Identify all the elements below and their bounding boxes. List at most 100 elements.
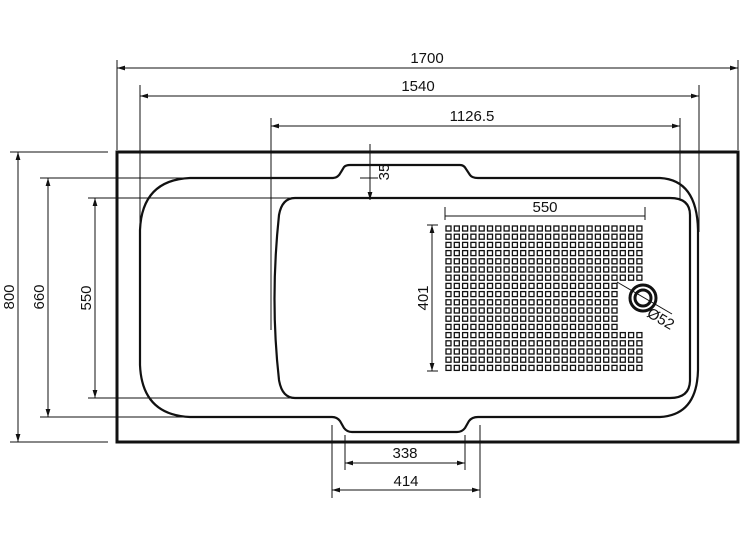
mat-grid-cell bbox=[553, 315, 560, 322]
mat-grid-cell bbox=[511, 331, 519, 339]
mat-grid-cell bbox=[478, 241, 485, 249]
mat-grid-cell bbox=[544, 348, 552, 355]
mat-grid-cell bbox=[503, 307, 510, 314]
mat-grid-cell bbox=[461, 274, 469, 281]
mat-grid-cell bbox=[461, 331, 469, 339]
dim-inner-length: 1540 bbox=[139, 78, 700, 232]
mat-grid-cell bbox=[636, 233, 643, 240]
mat-grid-cell bbox=[495, 364, 502, 372]
mat-grid-cell bbox=[569, 233, 577, 240]
mat-grid-cell bbox=[594, 290, 602, 298]
mat-grid-cell bbox=[503, 340, 510, 347]
mat-grid-cell bbox=[627, 331, 635, 339]
mat-grid-cell bbox=[536, 282, 543, 290]
mat-grid-cell bbox=[611, 331, 618, 339]
mat-grid-cell bbox=[486, 348, 494, 355]
mat-grid-cell bbox=[445, 323, 452, 331]
mat-grid-cell bbox=[611, 356, 618, 363]
mat-grid-cell bbox=[594, 323, 602, 331]
mat-grid-cell bbox=[544, 315, 552, 322]
mat-grid-cell bbox=[603, 356, 610, 363]
mat-grid-cell bbox=[611, 249, 618, 257]
mat-grid-cell bbox=[453, 249, 460, 257]
mat-grid-cell bbox=[536, 356, 543, 363]
dim-basin-550-label: 550 bbox=[78, 285, 95, 310]
mat-grid-cell bbox=[594, 340, 602, 347]
mat-grid-cell bbox=[553, 364, 560, 372]
mat-grid-cell bbox=[486, 340, 494, 347]
mat-grid-cell bbox=[578, 299, 585, 306]
mat-grid-cell bbox=[553, 356, 560, 363]
mat-grid-cell bbox=[495, 323, 502, 331]
mat-grid-cell bbox=[536, 299, 543, 306]
mat-grid-cell bbox=[611, 290, 618, 298]
mat-grid-cell bbox=[619, 225, 626, 232]
mat-grid-cell bbox=[561, 266, 568, 273]
mat-grid-cell bbox=[578, 225, 585, 232]
mat-grid-cell bbox=[503, 348, 510, 355]
mat-grid-cell bbox=[461, 266, 469, 273]
mat-grid-cell bbox=[627, 258, 635, 265]
mat-grid-cell bbox=[495, 225, 502, 232]
mat-grid-cell bbox=[495, 340, 502, 347]
mat-grid-cell bbox=[586, 241, 593, 249]
mat-grid-cell bbox=[520, 266, 527, 273]
mat-grid-cell bbox=[544, 258, 552, 265]
mat-grid-cell bbox=[486, 331, 494, 339]
mat-grid-cell bbox=[536, 233, 543, 240]
mat-grid-cell bbox=[611, 307, 618, 314]
mat-grid-cell bbox=[603, 233, 610, 240]
mat-grid-cell bbox=[544, 233, 552, 240]
mat-grid-cell bbox=[445, 233, 452, 240]
mat-grid-cell bbox=[470, 266, 477, 273]
mat-grid-cell bbox=[520, 233, 527, 240]
mat-grid-cell bbox=[636, 348, 643, 355]
mat-grid-cell bbox=[586, 331, 593, 339]
mat-grid-cell bbox=[569, 348, 577, 355]
mat-grid-cell bbox=[486, 364, 494, 372]
mat-grid-cell bbox=[528, 258, 535, 265]
dim-inner-width: 660 bbox=[31, 177, 190, 418]
mat-grid-cell bbox=[453, 274, 460, 281]
dim-mat-550-label: 550 bbox=[532, 199, 557, 216]
mat-grid-cell bbox=[528, 274, 535, 281]
mat-grid-cell bbox=[495, 274, 502, 281]
mat-grid-cell bbox=[611, 266, 618, 273]
mat-grid-cell bbox=[561, 364, 568, 372]
mat-grid-cell bbox=[528, 331, 535, 339]
mat-grid-cell bbox=[478, 340, 485, 347]
mat-grid-cell bbox=[536, 249, 543, 257]
mat-grid-cell bbox=[511, 249, 519, 257]
mat-grid-cell bbox=[627, 266, 635, 273]
mat-grid-cell bbox=[520, 282, 527, 290]
mat-grid-cell bbox=[553, 348, 560, 355]
mat-grid-cell bbox=[445, 364, 452, 372]
mat-grid-cell bbox=[586, 315, 593, 322]
mat-grid-cell bbox=[611, 348, 618, 355]
mat-grid-cell bbox=[569, 364, 577, 372]
mat-grid-cell bbox=[594, 348, 602, 355]
mat-grid-cell bbox=[636, 241, 643, 249]
mat-grid-cell bbox=[470, 331, 477, 339]
mat-grid-cell bbox=[603, 258, 610, 265]
mat-grid-cell bbox=[553, 258, 560, 265]
mat-grid-cell bbox=[536, 307, 543, 314]
mat-grid-cell bbox=[578, 290, 585, 298]
dim-mat-height: 401 bbox=[415, 224, 438, 372]
mat-grid-cell bbox=[636, 249, 643, 257]
mat-grid-cell bbox=[445, 282, 452, 290]
tub-rim-outline bbox=[138, 163, 700, 434]
mat-grid-cell bbox=[520, 299, 527, 306]
mat-grid-cell bbox=[486, 258, 494, 265]
dim-overall-width: 800 bbox=[1, 151, 108, 443]
mat-grid-cell bbox=[636, 340, 643, 347]
mat-grid-cell bbox=[528, 241, 535, 249]
mat-grid-cell bbox=[486, 225, 494, 232]
mat-grid-cell bbox=[511, 290, 519, 298]
mat-grid-cell bbox=[461, 340, 469, 347]
mat-grid-cell bbox=[636, 364, 643, 372]
mat-grid-cell bbox=[561, 258, 568, 265]
mat-grid-cell bbox=[578, 241, 585, 249]
mat-grid-cell bbox=[561, 315, 568, 322]
